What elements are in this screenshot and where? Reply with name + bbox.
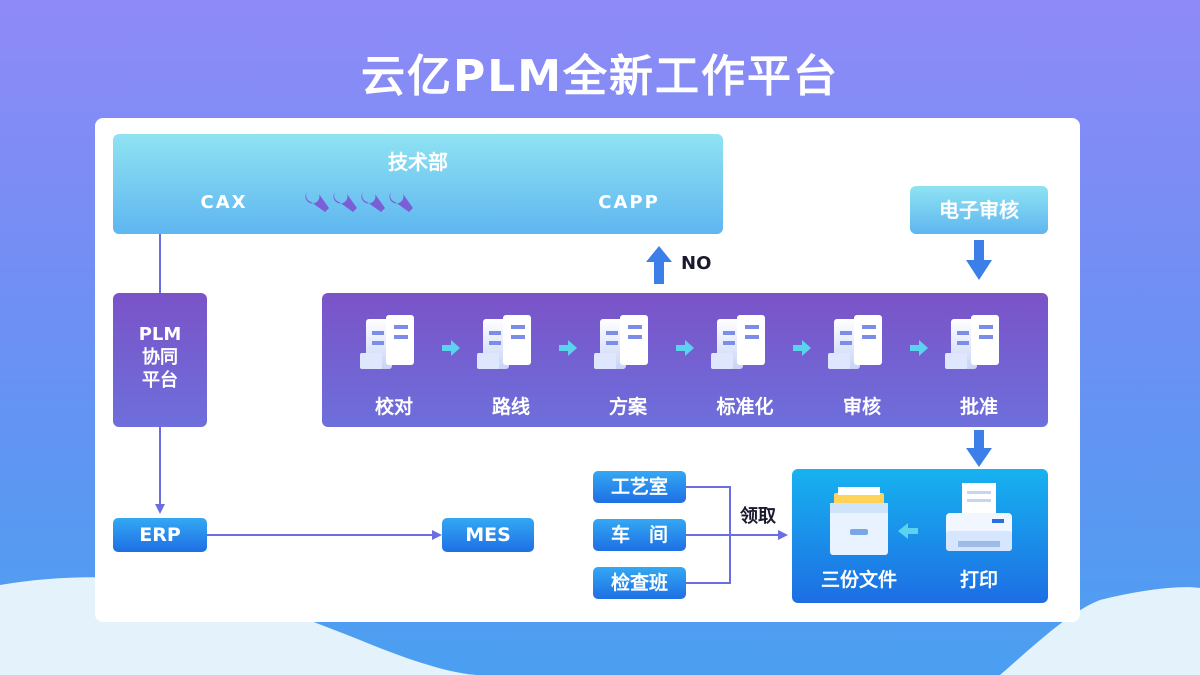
output-icons bbox=[830, 483, 1012, 555]
server-icon bbox=[945, 315, 999, 369]
plm-line2: 协同 bbox=[142, 347, 178, 368]
server-icon bbox=[360, 315, 414, 369]
dept-inspection: 检查班 bbox=[593, 567, 686, 599]
dept-workshop: 车 间 bbox=[593, 519, 686, 551]
cax-label: CAX bbox=[200, 192, 248, 213]
server-icon bbox=[828, 315, 882, 369]
file-drawer-icon bbox=[830, 487, 888, 555]
step-arrow-icon bbox=[559, 340, 577, 356]
approve-to-files-arrow bbox=[966, 430, 992, 467]
step-review: 审核 bbox=[842, 396, 881, 418]
capp-label: CAPP bbox=[598, 192, 660, 213]
step-route: 路线 bbox=[491, 396, 530, 418]
printer-icon bbox=[946, 483, 1012, 551]
erp-box: ERP bbox=[113, 518, 207, 552]
step-arrow-icon bbox=[793, 340, 811, 356]
ereview-down-arrow bbox=[966, 240, 992, 280]
plm-platform-box: PLM 协同 平台 bbox=[113, 293, 207, 427]
plm-line1: PLM bbox=[138, 324, 182, 345]
step-arrow-icon bbox=[910, 340, 928, 356]
step-arrow-icon bbox=[442, 340, 460, 356]
server-icon bbox=[594, 315, 648, 369]
print-label: 打印 bbox=[959, 569, 998, 591]
receive-label: 领取 bbox=[740, 506, 776, 527]
step-standardize: 标准化 bbox=[716, 396, 774, 418]
output-box: 三份文件 打印 bbox=[792, 469, 1048, 603]
server-icon bbox=[711, 315, 765, 369]
page-title: 云亿PLM全新工作平台 bbox=[360, 51, 840, 102]
mes-box: MES bbox=[442, 518, 534, 552]
dept-process-room: 工艺室 bbox=[593, 471, 686, 503]
process-flow-box: 校对 路线 方案 标准化 审核 批准 bbox=[322, 293, 1048, 427]
step-plan: 方案 bbox=[608, 396, 647, 418]
server-icon bbox=[477, 315, 531, 369]
tech-dept-box: 技术部 CAX CAPP bbox=[113, 134, 723, 234]
e-review-box: 电子审核 bbox=[910, 186, 1048, 234]
tech-dept-title: 技术部 bbox=[388, 150, 448, 174]
no-up-arrow bbox=[646, 246, 672, 284]
no-label: NO bbox=[681, 253, 712, 274]
step-arrow-icon bbox=[676, 340, 694, 356]
step-approve: 批准 bbox=[959, 396, 998, 418]
wrench-icon bbox=[305, 192, 413, 212]
step-proofread: 校对 bbox=[374, 396, 413, 418]
three-files-label: 三份文件 bbox=[820, 569, 897, 591]
plm-line3: 平台 bbox=[142, 370, 178, 391]
